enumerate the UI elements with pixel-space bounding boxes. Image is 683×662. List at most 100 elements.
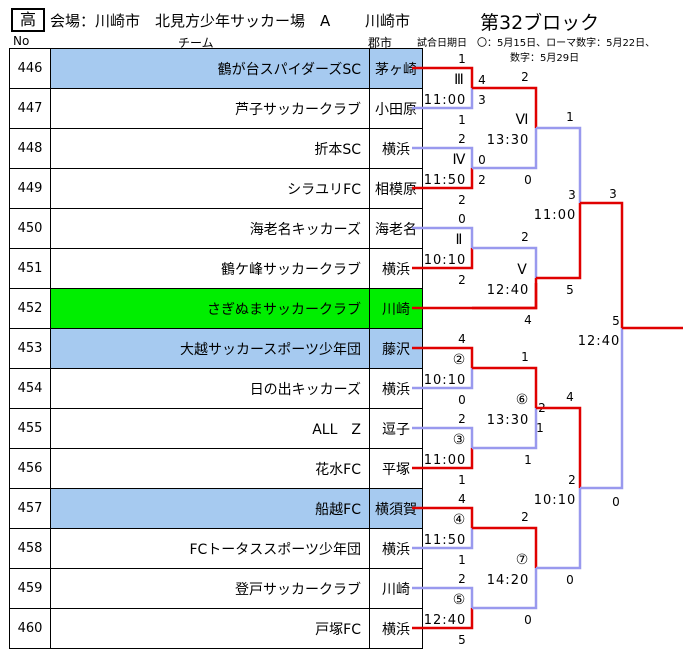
team-number: 447 (9, 88, 51, 129)
score-side: 4 (478, 73, 486, 87)
match-time: 12:40 (424, 613, 466, 628)
team-name: 鶴ケ峰サッカークラブ (50, 248, 370, 289)
score-side: 5 (612, 314, 620, 328)
match-time: 14:20 (487, 573, 529, 588)
score-bottom: 1 (458, 553, 466, 567)
score-bottom: 0 (524, 613, 532, 627)
match-line-bottom (412, 168, 474, 190)
score-top: 1 (566, 110, 574, 124)
match-time: 11:00 (424, 93, 466, 108)
score-bottom: 0 (566, 573, 574, 587)
score-side: 1 (536, 421, 544, 435)
score-top: 3 (609, 187, 617, 201)
match-line-top (412, 426, 474, 448)
match-time: 13:30 (487, 413, 529, 428)
venue-title: 会場：川崎市 北見方少年サッカー場 A (50, 12, 331, 30)
final-line-top (580, 201, 624, 328)
match-line-bottom (472, 128, 538, 170)
score-bottom: 4 (524, 313, 532, 327)
match-line-top (536, 406, 582, 488)
match-label: ⑤ (453, 592, 466, 608)
team-number: 452 (9, 288, 51, 329)
match-line-top (412, 146, 474, 168)
match-line-bottom (412, 528, 474, 550)
match-line-bottom (412, 608, 474, 630)
column-header-team: チーム (178, 36, 214, 50)
match-label: Ⅲ (454, 72, 464, 88)
score-bottom: 2 (458, 273, 466, 287)
team-name: 大越サッカースポーツ少年団 (50, 328, 370, 369)
match-time: 10:10 (424, 373, 466, 388)
match-label: Ⅴ (517, 262, 527, 278)
match-label: ⑦ (516, 552, 529, 568)
score-side: 2 (568, 473, 576, 487)
match-time: 12:40 (487, 283, 529, 298)
match-line-top (412, 586, 474, 608)
column-header-no: No (13, 34, 30, 48)
team-name: 鶴が台スパイダーズSC (50, 48, 370, 89)
score-bottom: 1 (524, 453, 532, 467)
score-top: 2 (521, 510, 529, 524)
team-name: 戸塚FC (50, 608, 370, 649)
team-name: 芦子サッカークラブ (50, 88, 370, 129)
score-side: 3 (478, 93, 486, 107)
team-name: 折本SC (50, 128, 370, 169)
match-label: Ⅳ (453, 152, 466, 168)
match-line-top (472, 246, 538, 278)
team-number: 450 (9, 208, 51, 249)
score-top: 4 (566, 390, 574, 404)
score-top: 1 (521, 350, 529, 364)
score-top: 2 (458, 132, 466, 146)
score-top: 2 (521, 70, 529, 84)
team-number: 448 (9, 128, 51, 169)
match-line-top (412, 226, 474, 248)
match-line-top (472, 366, 538, 408)
score-bottom: 0 (458, 393, 466, 407)
score-top: 2 (458, 412, 466, 426)
match-line-bottom (536, 488, 582, 570)
score-side: 2 (478, 173, 486, 187)
match-line-top (536, 126, 582, 203)
host-city: 川崎市 (365, 12, 411, 30)
column-header-city: 郡市 (368, 36, 393, 50)
score-top: 4 (458, 332, 466, 346)
score-top: 2 (458, 572, 466, 586)
score-bottom: 1 (458, 473, 466, 487)
team-name: 船越FC (50, 488, 370, 529)
match-label: ⑥ (516, 392, 529, 408)
match-line-top (472, 526, 538, 568)
match-time: 11:50 (424, 173, 466, 188)
match-time: 11:00 (424, 453, 466, 468)
team-name: FCトータススポーツ少年団 (50, 528, 370, 569)
match-line-top (412, 506, 474, 528)
match-line-top (472, 86, 538, 128)
team-number: 459 (9, 568, 51, 609)
match-time: 11:00 (534, 208, 576, 223)
match-label: Ⅱ (456, 232, 463, 248)
schedule-legend-cont: 数字：5月29日 (510, 53, 580, 64)
match-time: 12:40 (578, 334, 620, 349)
team-number: 455 (9, 408, 51, 449)
team-number: 449 (9, 168, 51, 209)
team-name: シラユリFC (50, 168, 370, 209)
team-number: 460 (9, 608, 51, 649)
grade-badge: 高 (11, 8, 45, 32)
schedule-legend: 試合日期日 〇：5月15日、ローマ数字：5月22日、 (417, 38, 656, 49)
team-name: さぎぬまサッカークラブ (50, 288, 370, 329)
match-line-bottom (412, 88, 474, 110)
block-title: 第32ブロック (480, 12, 600, 34)
score-bottom: 5 (566, 283, 574, 297)
match-line-bottom (412, 248, 474, 270)
match-line-bottom (536, 203, 582, 280)
